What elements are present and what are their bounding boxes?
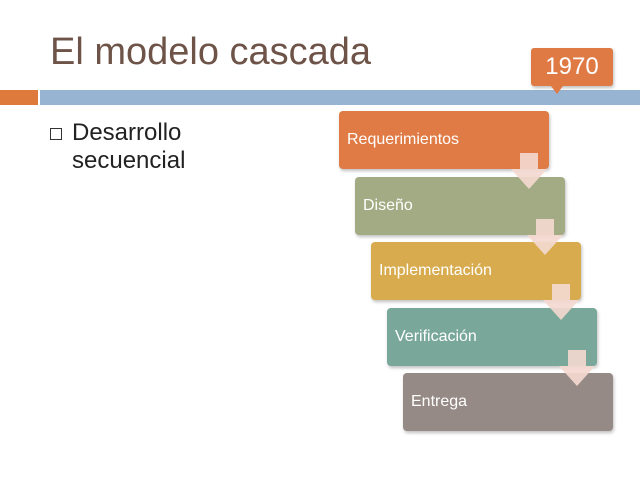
down-arrow-icon [527, 218, 563, 255]
slide-title: El modelo cascada [50, 31, 372, 73]
header-accent-blue [40, 90, 640, 105]
bullet-text: Desarrollo secuencial [72, 119, 186, 174]
stage-2: Diseño [355, 176, 565, 235]
down-arrow-icon [543, 284, 579, 320]
year-callout: 1970 [531, 48, 613, 94]
down-arrow-icon [559, 349, 595, 386]
down-arrow-icon [511, 153, 547, 189]
stage-1: Requerimientos [339, 111, 549, 169]
stage-3: Implementación [371, 242, 581, 300]
square-bullet-icon [50, 128, 62, 140]
header-accent-orange [0, 90, 38, 105]
